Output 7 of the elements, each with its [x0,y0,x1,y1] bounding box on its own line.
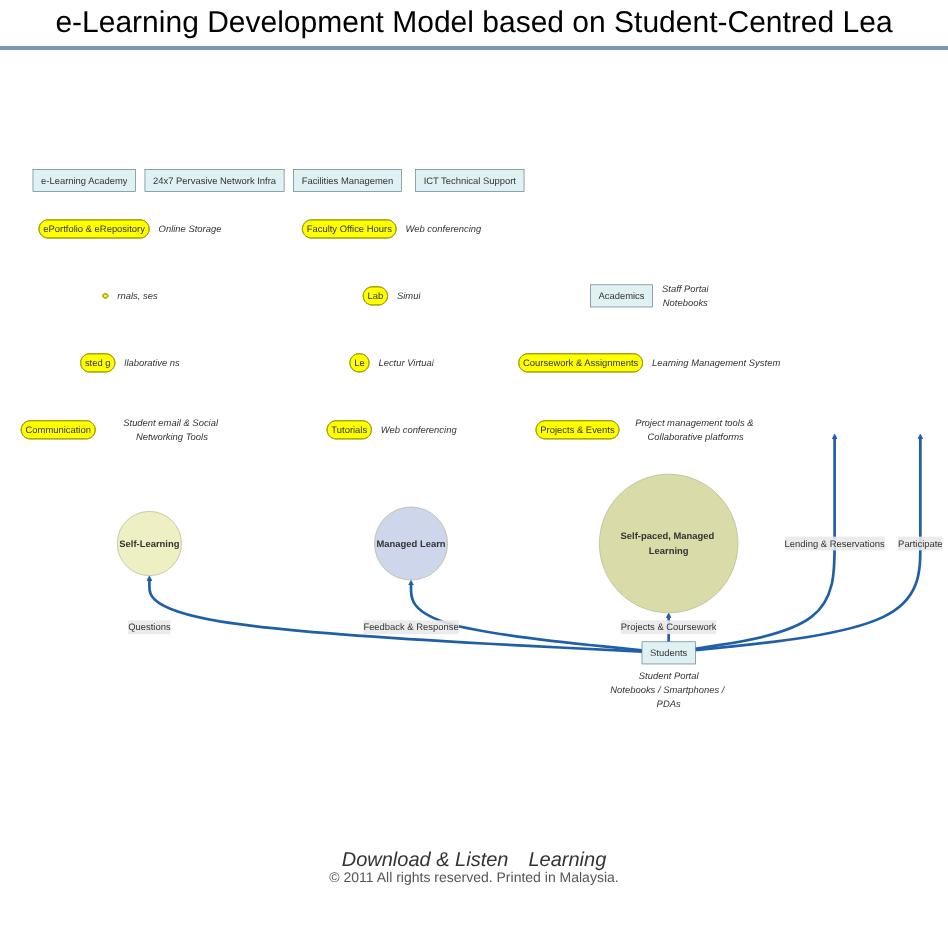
diagram-title: e-Learning Development Model based on Student-Centred Lea [0,0,948,50]
arrow [695,434,838,651]
arrow-note: Learning [528,850,607,872]
arrow [146,576,643,654]
arrow [695,434,924,653]
arrow-note: Download & Listen [341,850,509,872]
arrow [408,580,643,653]
